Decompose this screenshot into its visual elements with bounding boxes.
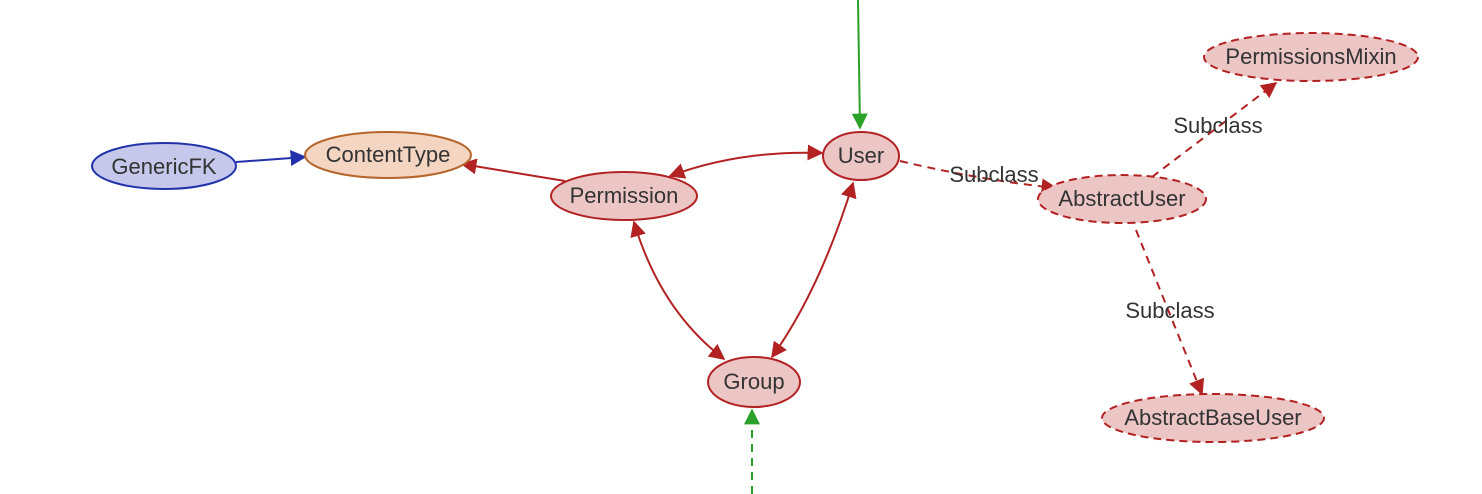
edge-permission-to-contenttype (460, 158, 566, 182)
node-abstractbaseuser[interactable]: AbstractBaseUser (1101, 393, 1325, 443)
edge-abstractuser-to-abstractbaseuser (1135, 229, 1205, 396)
edge-permission-group (630, 220, 726, 360)
node-label-group: Group (723, 369, 784, 394)
node-label-genericfk: GenericFK (111, 154, 216, 179)
node-label-abstractbaseuser: AbstractBaseUser (1124, 405, 1301, 430)
node-label-permissionsmixin: PermissionsMixin (1225, 44, 1396, 69)
node-group[interactable]: Group (707, 356, 801, 408)
edge-green-into-user (851, 0, 868, 130)
node-label-user: User (838, 143, 884, 168)
edge-labels: Subclass Subclass Subclass (949, 113, 1262, 323)
edge-user-to-abstractuser (899, 160, 1058, 195)
edge-label-abstractuser-abstractbaseuser: Subclass (1125, 298, 1214, 323)
edges (235, 0, 1278, 494)
edge-label-user-abstractuser: Subclass (949, 162, 1038, 187)
node-label-permission: Permission (570, 183, 679, 208)
node-label-abstractuser: AbstractUser (1058, 186, 1185, 211)
node-genericfk[interactable]: GenericFK (91, 142, 237, 190)
node-label-contenttype: ContentType (326, 142, 451, 167)
edge-label-abstractuser-permissionsmixin: Subclass (1173, 113, 1262, 138)
edge-abstractuser-to-permissionsmixin (1151, 82, 1278, 178)
edge-user-group (771, 181, 857, 359)
node-permissionsmixin[interactable]: PermissionsMixin (1203, 32, 1419, 82)
node-permission[interactable]: Permission (550, 171, 698, 221)
node-user[interactable]: User (822, 131, 900, 181)
node-contenttype[interactable]: ContentType (304, 131, 472, 179)
edge-genericfk-to-contenttype (235, 150, 307, 167)
edge-permission-user (668, 144, 824, 179)
node-abstractuser[interactable]: AbstractUser (1037, 174, 1207, 224)
